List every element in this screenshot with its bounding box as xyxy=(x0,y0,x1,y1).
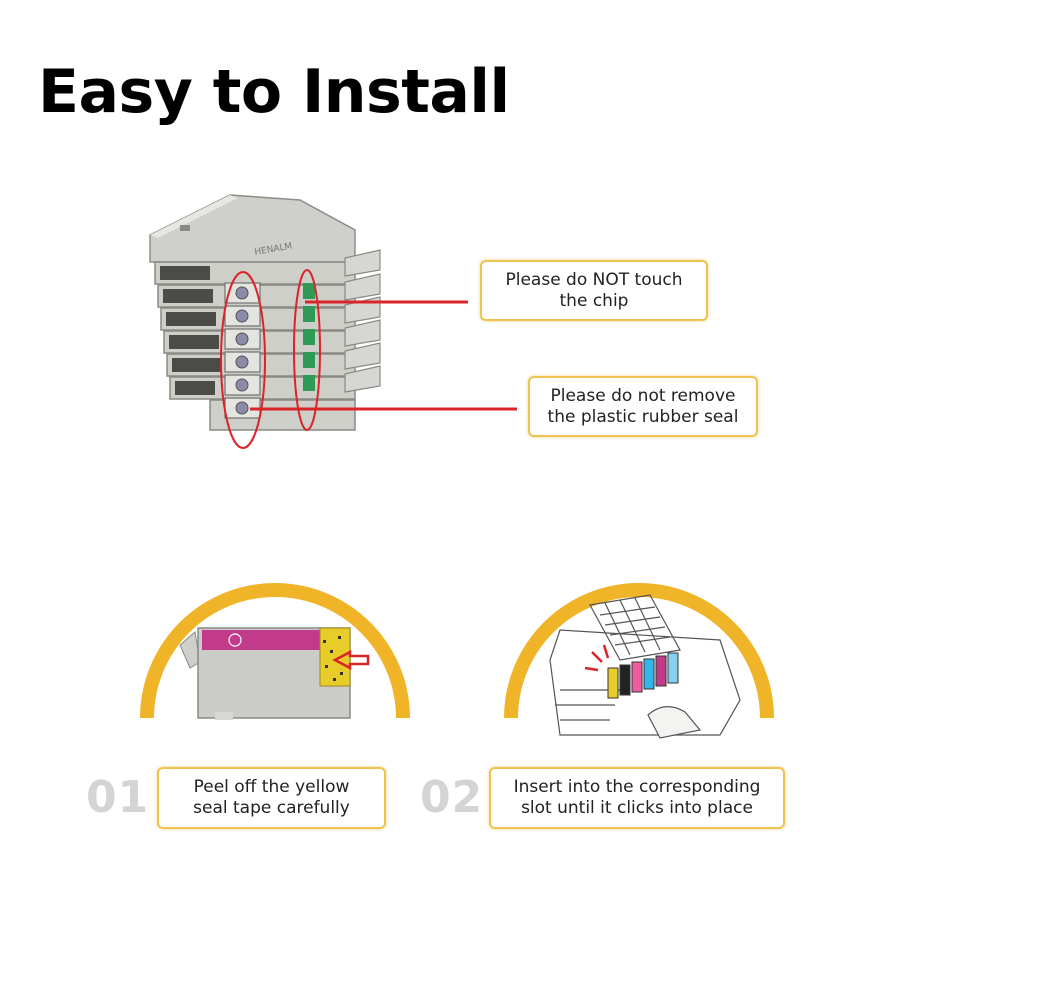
cartridge-stack-image: HENALM xyxy=(149,194,517,449)
callout-seal-text: Please do not remove the plastic rubber … xyxy=(547,385,739,427)
chip-highlight-ellipse xyxy=(293,269,321,431)
callout-chip-warning: Please do NOT touch the chip xyxy=(480,260,708,321)
step-1-caption: Peel off the yellow seal tape carefully xyxy=(157,767,386,829)
step-1-text: Peel off the yellow seal tape carefully xyxy=(193,777,350,818)
callout-chip-text: Please do NOT touch the chip xyxy=(505,269,683,311)
step-1-arc xyxy=(140,583,410,719)
seal-highlight-ellipse xyxy=(220,271,266,449)
step-2-arc xyxy=(504,583,774,719)
step-2-caption: Insert into the corresponding slot until… xyxy=(489,767,785,829)
page-title: Easy to Install xyxy=(38,57,510,127)
callout-seal-warning: Please do not remove the plastic rubber … xyxy=(528,376,758,437)
step-2-number: 02 xyxy=(420,772,484,823)
step-2-image xyxy=(504,583,774,739)
step-1-image xyxy=(140,583,410,720)
step-2-text: Insert into the corresponding slot until… xyxy=(513,777,761,818)
step-1-number: 01 xyxy=(86,772,150,823)
